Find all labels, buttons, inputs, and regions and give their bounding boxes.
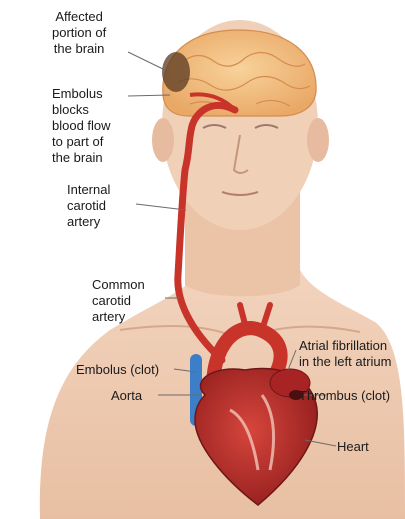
heart-label: Heart [337, 439, 369, 455]
affected-brain-region [162, 52, 190, 92]
left-ear [152, 118, 174, 162]
embolus-clot-label: Embolus (clot) [76, 362, 159, 378]
aorta-label: Aorta [111, 388, 142, 404]
right-ear [307, 118, 329, 162]
thrombus-clot-label: Thrombus (clot) [299, 388, 390, 404]
